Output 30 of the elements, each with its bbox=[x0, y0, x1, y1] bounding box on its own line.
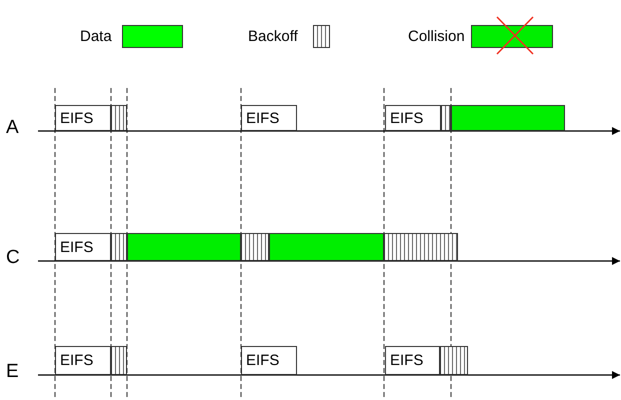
row-label: E bbox=[6, 361, 19, 383]
eifs-box bbox=[55, 105, 111, 131]
eifs-label: EIFS bbox=[390, 110, 424, 126]
data-bar bbox=[451, 105, 565, 131]
eifs-label: EIFS bbox=[246, 352, 280, 369]
eifs-label: EIFS bbox=[60, 238, 94, 256]
legend-label: Data bbox=[80, 28, 112, 45]
eifs-box bbox=[385, 346, 440, 375]
data-bar bbox=[127, 233, 241, 261]
eifs-box bbox=[385, 105, 441, 131]
eifs-box bbox=[55, 233, 111, 261]
backoff-box bbox=[384, 233, 458, 261]
row-label: A bbox=[6, 117, 19, 139]
legend-label: Collision bbox=[408, 28, 465, 45]
backoff-box bbox=[111, 346, 127, 375]
eifs-box bbox=[241, 346, 297, 375]
backoff-box bbox=[241, 233, 269, 261]
eifs-label: EIFS bbox=[60, 110, 94, 126]
eifs-box bbox=[55, 346, 111, 375]
backoff-box bbox=[111, 105, 127, 131]
backoff-box bbox=[441, 105, 451, 131]
backoff-box bbox=[440, 346, 468, 375]
eifs-label: EIFS bbox=[390, 352, 424, 369]
eifs-box bbox=[241, 105, 297, 131]
eifs-label: EIFS bbox=[246, 110, 280, 126]
row-label: C bbox=[6, 247, 20, 269]
legend-label: Backoff bbox=[248, 28, 298, 45]
backoff-box bbox=[111, 233, 127, 261]
data-bar bbox=[269, 233, 384, 261]
eifs-label: EIFS bbox=[60, 352, 94, 369]
